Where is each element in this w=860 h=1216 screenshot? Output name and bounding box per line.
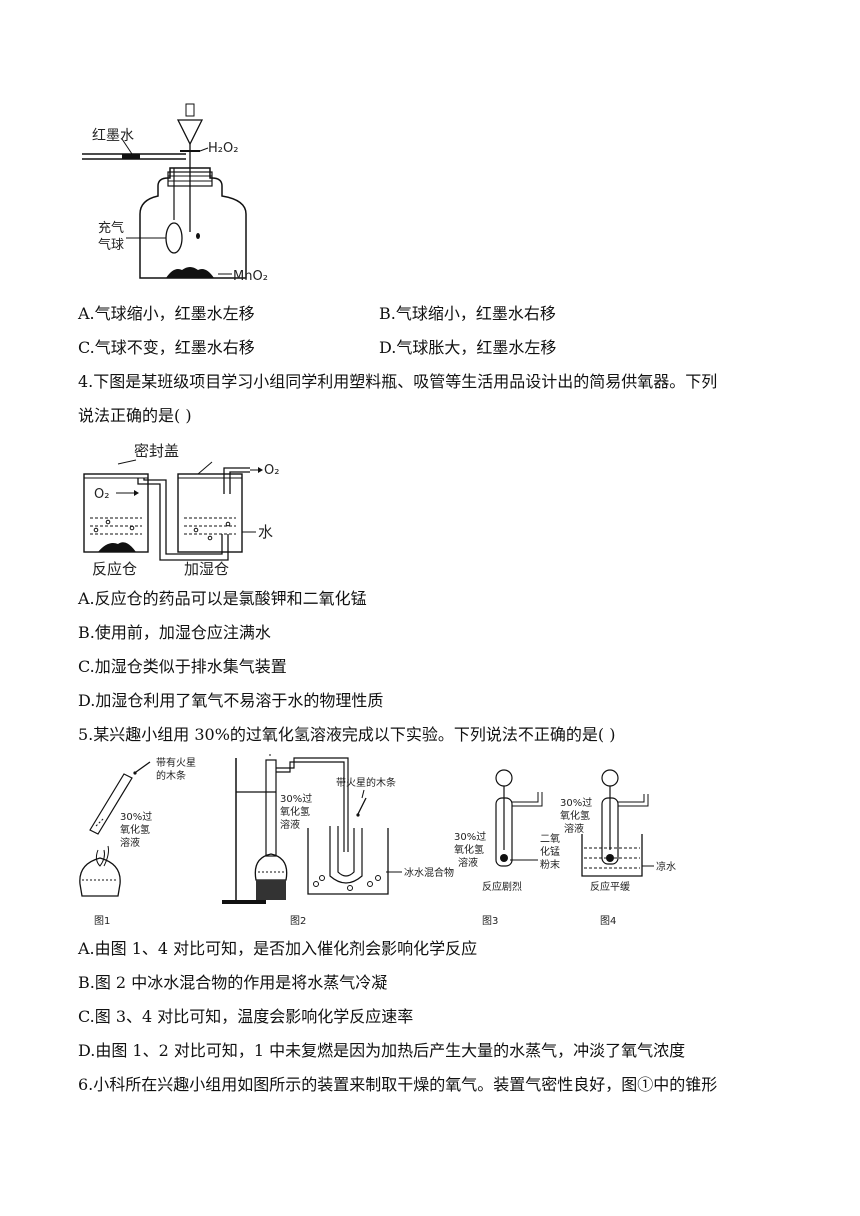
fig2-name: 图2 xyxy=(290,915,306,927)
label-red-ink: 红墨水 xyxy=(92,128,134,144)
fig1-splint-1: 带有火星 xyxy=(156,756,196,769)
q3-option-d: D.气球胀大，红墨水左移 xyxy=(379,338,557,357)
fig3-sol-3: 溶液 xyxy=(458,856,478,869)
fig3-caption: 反应剧烈 xyxy=(482,880,522,893)
q6-stem-line1: 6.小科所在兴趣小组用如图所示的装置来制取干燥的氧气。装置气密性良好，图①中的锥… xyxy=(78,1075,718,1094)
q4-option-b: B.使用前，加湿仓应注满水 xyxy=(78,623,271,642)
fig3-group: 30%过 氧化氢 溶液 二氧 化锰 粉末 反应剧烈 图3 xyxy=(454,769,560,927)
fig1-sol-2: 氧化氢 xyxy=(120,823,150,836)
fig4-water: 凉水 xyxy=(656,860,676,873)
q4-stem-line1: 4.下图是某班级项目学习小组同学利用塑料瓶、吸管等生活用品设计出的简易供氧器。下… xyxy=(78,372,718,391)
q3-option-a: A.气球缩小，红墨水左移 xyxy=(78,304,255,323)
label-balloon-1: 充气 xyxy=(98,220,124,236)
label-o2-in: O₂ xyxy=(94,487,109,502)
fig3-name: 图3 xyxy=(482,915,498,927)
fig3-mno2-2: 化锰 xyxy=(540,845,560,858)
fig4-caption: 反应平缓 xyxy=(590,880,630,893)
q5-option-b: B.图 2 中冰水混合物的作用是将水蒸气冷凝 xyxy=(78,973,388,992)
fig3-mno2-3: 粉末 xyxy=(540,858,560,871)
q4-option-a: A.反应仓的药品可以是氯酸钾和二氧化锰 xyxy=(78,589,367,608)
label-o2-out: O₂ xyxy=(264,463,279,478)
label-reaction-chamber: 反应仓 xyxy=(92,560,137,578)
label-balloon-2: 气球 xyxy=(98,237,124,253)
fig1-group: 带有火星 的木条 30%过 氧化氢 溶液 图1 xyxy=(79,756,196,927)
fig2-ice: 冰水混合物 xyxy=(404,866,454,879)
fig1-splint-2: 的木条 xyxy=(156,769,186,782)
label-mno2: MnO₂ xyxy=(233,269,268,284)
q4-option-c: C.加湿仓类似于排水集气装置 xyxy=(78,657,287,676)
label-lid: 密封盖 xyxy=(134,442,179,460)
fig2-sol-3: 溶液 xyxy=(280,818,300,831)
q5-experiments-figure: 带有火星 的木条 30%过 氧化氢 溶液 图1 30%过 氧化氢 溶液 xyxy=(79,754,676,927)
fig2-splint: 带火星的木条 xyxy=(336,776,396,789)
fig3-mno2-1: 二氧 xyxy=(540,832,560,845)
fig2-sol-1: 30%过 xyxy=(280,792,312,805)
fig2-sol-2: 氧化氢 xyxy=(280,805,310,818)
fig2-group: 30%过 氧化氢 溶液 带火星的木条 冰水混合物 图2 xyxy=(222,754,454,927)
q5-option-d: D.由图 1、2 对比可知，1 中未复燃是因为加热后产生大量的水蒸气，冲淡了氧气… xyxy=(78,1041,686,1060)
label-h2o2: H₂O₂ xyxy=(208,141,238,156)
fig1-name: 图1 xyxy=(94,915,110,927)
fig1-sol-1: 30%过 xyxy=(120,810,152,823)
fig3-sol-2: 氧化氢 xyxy=(454,843,484,856)
label-water: 水 xyxy=(258,523,273,541)
q5-option-a: A.由图 1、4 对比可知，是否加入催化剂会影响化学反应 xyxy=(78,939,478,958)
q4-option-d: D.加湿仓利用了氧气不易溶于水的物理性质 xyxy=(78,691,384,710)
q4-stem-line2: 说法正确的是( ) xyxy=(78,406,192,425)
fig4-name: 图4 xyxy=(600,915,616,927)
q3-option-b: B.气球缩小，红墨水右移 xyxy=(379,304,556,323)
fig4-sol-3: 溶液 xyxy=(564,822,584,835)
q5-stem: 5.某兴趣小组用 30%的过氧化氢溶液完成以下实验。下列说法不正确的是( ) xyxy=(78,725,616,744)
label-humidify-chamber: 加湿仓 xyxy=(184,560,229,578)
q3-apparatus-figure: 红墨水 H₂O₂ 充气 气球 MnO₂ xyxy=(82,103,268,284)
q4-oxygen-supplier-figure: 密封盖 O₂ O₂ 水 反应仓 加湿仓 xyxy=(83,442,279,578)
fig3-sol-1: 30%过 xyxy=(454,830,486,843)
q3-option-c: C.气球不变，红墨水右移 xyxy=(78,338,255,357)
fig4-sol-1: 30%过 xyxy=(560,796,592,809)
fig4-group: 30%过 氧化氢 溶液 凉水 反应平缓 图4 xyxy=(560,769,676,927)
q5-option-c: C.图 3、4 对比可知，温度会影响化学反应速率 xyxy=(78,1007,414,1026)
fig1-sol-3: 溶液 xyxy=(120,836,140,849)
fig4-sol-2: 氧化氢 xyxy=(560,809,590,822)
